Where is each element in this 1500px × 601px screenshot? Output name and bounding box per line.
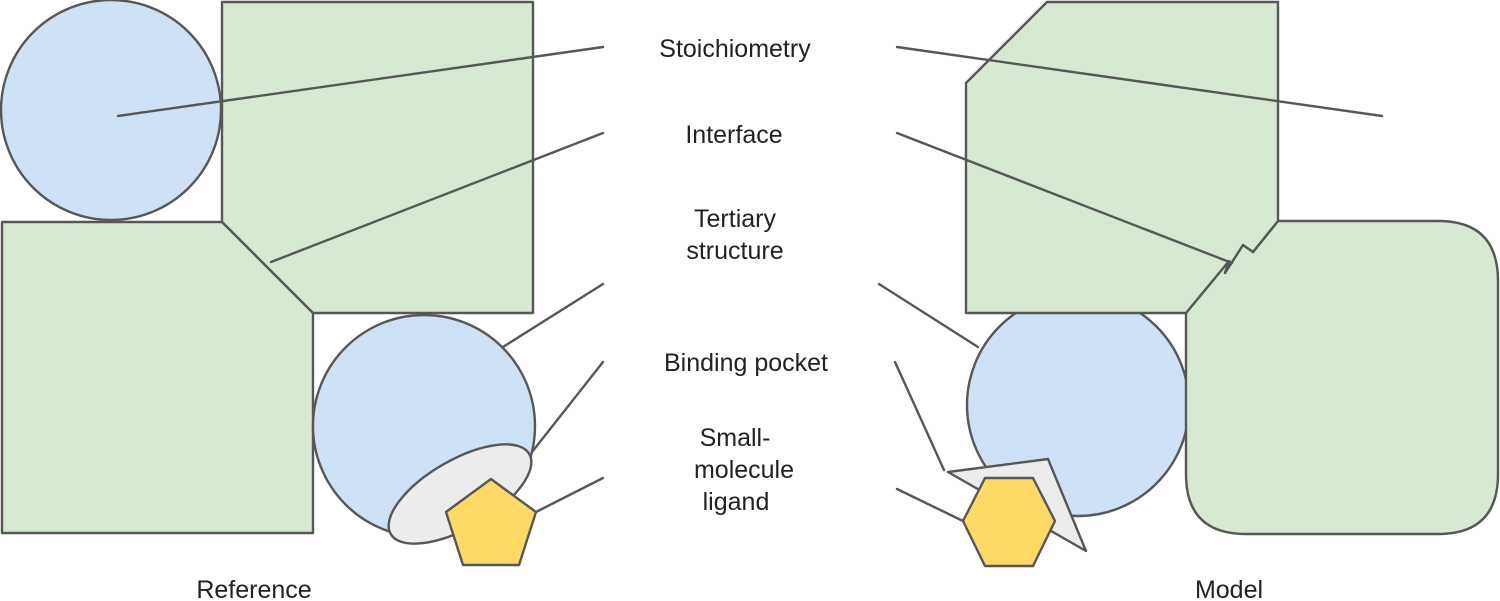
model-binding-pocket-line bbox=[893, 360, 946, 472]
model-tertiary-line bbox=[877, 282, 980, 349]
leader-lines bbox=[116, 45, 1384, 523]
label-binding-pocket: Binding pocket bbox=[664, 349, 828, 377]
model-right-green-block bbox=[1184, 219, 1500, 536]
label-interface: Interface bbox=[685, 121, 782, 149]
label-ligand-line1: Small- bbox=[700, 424, 771, 452]
label-ligand-line3: ligand bbox=[703, 488, 770, 516]
label-ligand-line2: molecule bbox=[694, 456, 794, 484]
center-labels: Stoichiometry Interface Tertiary structu… bbox=[659, 35, 828, 516]
reference-tertiary-line bbox=[501, 282, 605, 349]
reference-structure bbox=[0, 0, 538, 567]
label-tertiary-line1: Tertiary bbox=[694, 205, 776, 233]
model-stoichiometry-line bbox=[895, 45, 1384, 118]
reference-interface-line bbox=[269, 131, 605, 264]
reference-ligand-pentagon bbox=[444, 477, 538, 567]
label-tertiary-line2: structure bbox=[686, 237, 783, 265]
model-ligand-line bbox=[895, 487, 965, 523]
panel-label-reference: Reference bbox=[196, 576, 311, 601]
panel-label-model: Model bbox=[1195, 576, 1263, 601]
model-structure bbox=[946, 0, 1500, 568]
label-stoichiometry: Stoichiometry bbox=[659, 35, 811, 63]
model-interface-line bbox=[895, 131, 1234, 265]
reference-bottom-green-block bbox=[0, 220, 315, 535]
reference-stoichiometry-line bbox=[116, 45, 605, 118]
model-top-green-block bbox=[964, 0, 1280, 315]
reference-ligand-line bbox=[534, 476, 605, 514]
reference-top-blue-circle bbox=[0, 0, 223, 222]
reference-top-green-block bbox=[220, 0, 535, 315]
reference-binding-pocket-line bbox=[530, 360, 605, 454]
